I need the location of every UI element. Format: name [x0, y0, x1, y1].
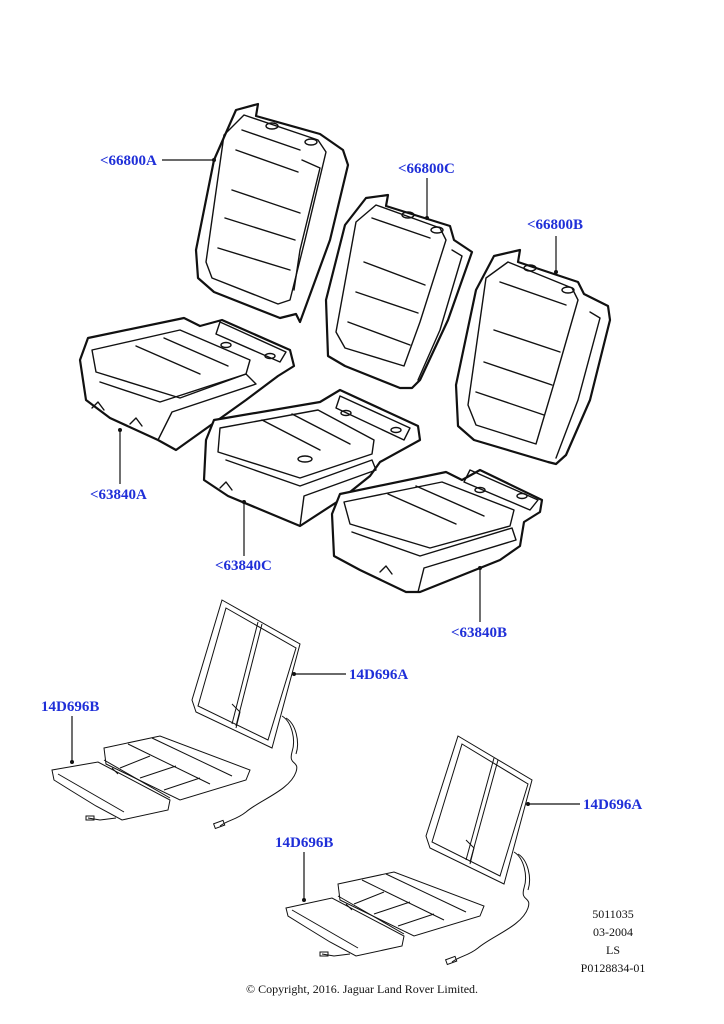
- heater-mat-back-upper: [191, 599, 301, 830]
- callout-66800A[interactable]: <66800A: [100, 153, 157, 169]
- seat-cushion-center: [202, 388, 422, 528]
- heater-mat-cushion-lower: [285, 871, 485, 957]
- callout-14D696A-upper[interactable]: 14D696A: [349, 667, 409, 683]
- seat-cushion-left: [78, 316, 296, 452]
- diagram-code: 5011035: [592, 907, 634, 921]
- copyright-notice: © Copyright, 2016. Jaguar Land Rover Lim…: [245, 982, 479, 996]
- seat-back-left: [194, 102, 350, 324]
- leader-lines: [70, 158, 580, 902]
- callout-14D696A-lower[interactable]: 14D696A: [583, 797, 643, 813]
- callout-66800C[interactable]: <66800C: [398, 161, 455, 177]
- heater-mat-back-lower: [425, 735, 533, 966]
- callout-14D696B-upper[interactable]: 14D696B: [41, 699, 100, 715]
- seat-cushion-right: [330, 468, 544, 594]
- callout-63840C[interactable]: <63840C: [215, 558, 272, 574]
- callout-14D696B-lower[interactable]: 14D696B: [275, 835, 334, 851]
- diagram-model: LS: [605, 943, 620, 957]
- diagram-date: 03-2004: [593, 925, 633, 939]
- callout-66800B[interactable]: <66800B: [527, 217, 584, 233]
- seat-back-right: [454, 248, 612, 466]
- callout-63840B[interactable]: <63840B: [451, 625, 508, 641]
- callout-63840A[interactable]: <63840A: [90, 487, 147, 503]
- heater-mat-cushion-upper: [51, 735, 251, 821]
- seat-back-center: [324, 193, 474, 390]
- diagram-reference: P0128834-01: [580, 961, 646, 975]
